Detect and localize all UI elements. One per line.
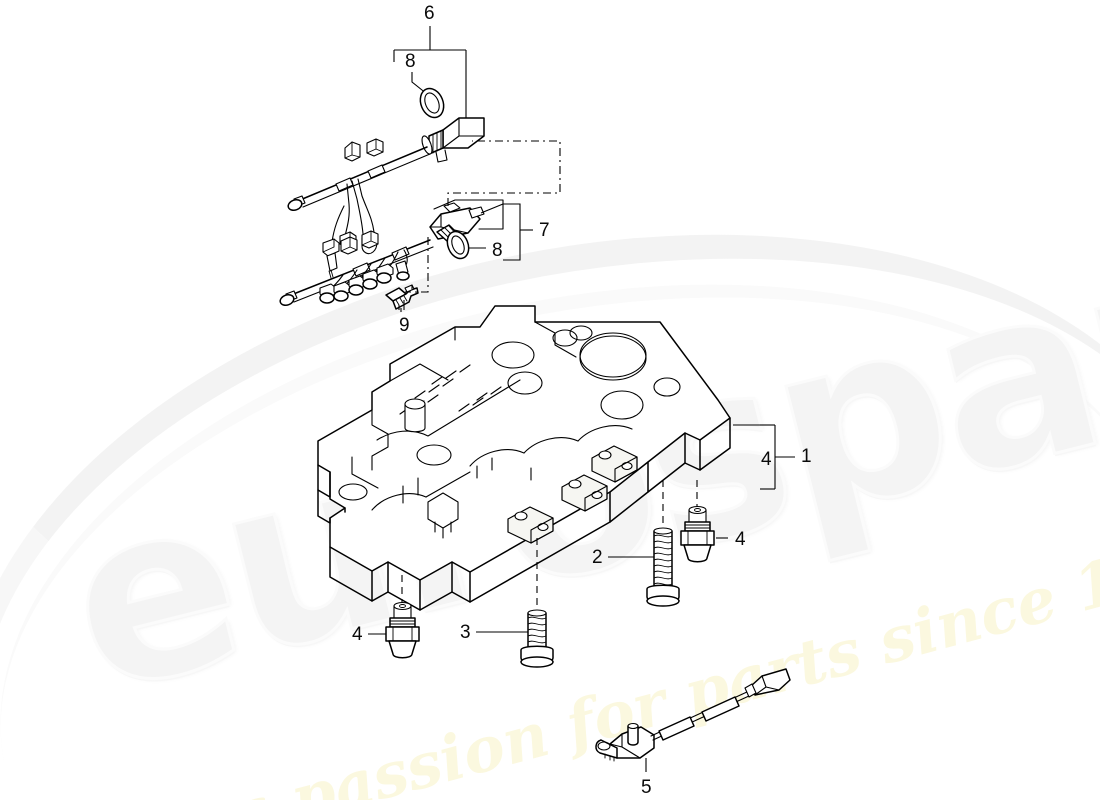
callout-label-4-left: 4 <box>352 624 363 645</box>
callout-label-7: 7 <box>539 220 550 241</box>
part-7-connector <box>429 140 561 242</box>
callout-label-6: 6 <box>424 3 435 24</box>
callout-label-4-right: 4 <box>735 529 746 550</box>
callout-1-4-bracket <box>733 424 795 490</box>
callout-7-bracket <box>480 203 533 261</box>
callout-label-3: 3 <box>460 622 471 643</box>
callout-label-1: 1 <box>801 446 812 467</box>
part-1-valve-body <box>317 305 731 611</box>
part-6-wiring-harness <box>279 117 485 307</box>
callout-label-5: 5 <box>641 777 652 798</box>
callout-label-9: 9 <box>399 315 410 336</box>
callout-label-8-lower: 8 <box>492 240 503 261</box>
mounting-pad-2 <box>561 474 608 512</box>
callout-label-8-upper: 8 <box>405 51 416 72</box>
part-3-short-bolt <box>476 538 554 668</box>
part-9-temperature-sender <box>385 237 429 312</box>
part-5-speed-sensor <box>595 668 791 772</box>
mounting-pad-1 <box>507 506 554 544</box>
part-2-long-bolt <box>608 480 680 607</box>
part-4-plug-right <box>680 480 728 563</box>
part-8-o-ring-upper <box>419 87 445 119</box>
callout-label-2: 2 <box>592 547 603 568</box>
part-8-o-ring-lower <box>446 230 486 260</box>
part-4-plug-left <box>368 575 420 659</box>
callout-6-leader <box>393 26 467 62</box>
mounting-pad-3 <box>591 445 638 483</box>
callout-label-4-group: 4 <box>761 449 772 470</box>
